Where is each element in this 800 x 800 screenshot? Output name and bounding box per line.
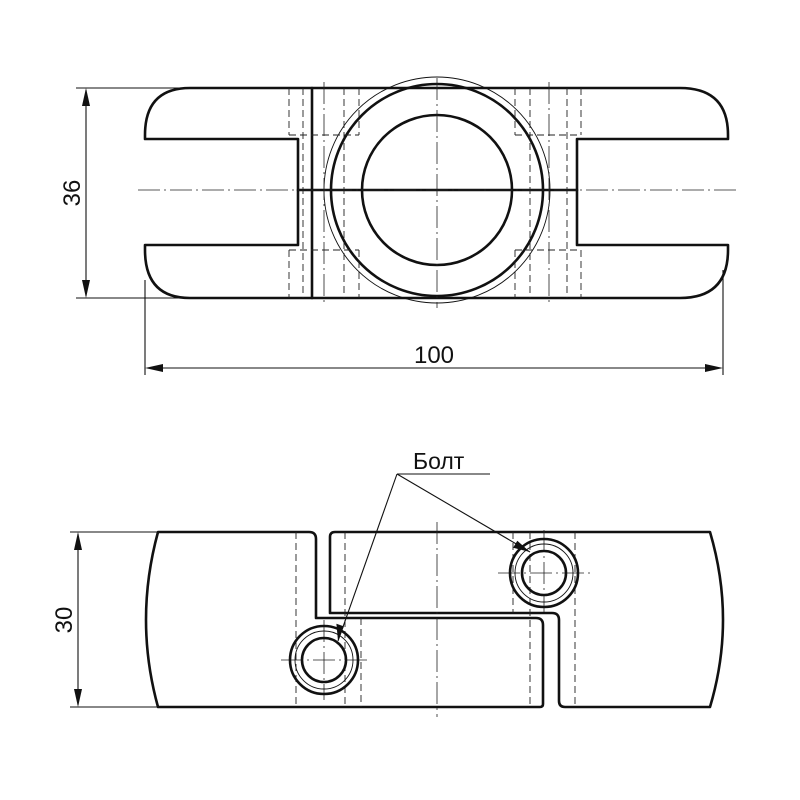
top-view-outline	[143, 86, 730, 300]
dimension-100-label: 100	[414, 342, 454, 369]
front-hidden-lines	[295, 532, 576, 707]
front-right-half-outline	[328, 530, 725, 709]
dimension-30-label: 30	[51, 607, 78, 634]
dimension-100: 100	[144, 270, 724, 375]
top-view	[138, 76, 738, 308]
dimension-36-label: 36	[59, 180, 86, 207]
bolt-right	[508, 537, 580, 609]
dimension-36: 36	[59, 87, 180, 299]
top-hidden-lines	[288, 88, 582, 298]
front-view	[144, 522, 725, 717]
dimension-30: 30	[51, 531, 160, 708]
bolt-callout-label: Болт	[413, 448, 465, 474]
bolt-callout: Болт	[336, 448, 531, 642]
bolt-left	[288, 624, 360, 696]
front-left-half-outline	[144, 530, 545, 709]
